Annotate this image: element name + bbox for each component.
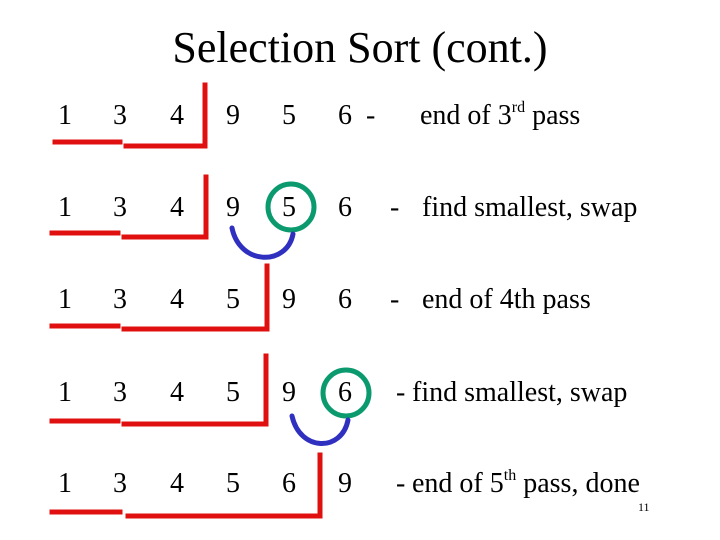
row-dash: - xyxy=(366,100,376,131)
array-value: 6 xyxy=(338,192,352,223)
array-value: 4 xyxy=(170,468,184,499)
array-value: 9 xyxy=(226,100,240,131)
array-value: 5 xyxy=(226,377,240,408)
array-value: 4 xyxy=(170,284,184,315)
array-value: 6 xyxy=(282,468,296,499)
row-note: end of 3rd pass xyxy=(420,99,581,132)
row-dash: - xyxy=(390,192,400,223)
sorted-bracket xyxy=(52,82,208,149)
array-value: 6 xyxy=(338,100,352,131)
sorted-bracket xyxy=(49,174,209,240)
array-value: 9 xyxy=(338,468,352,499)
array-value: 1 xyxy=(58,468,72,499)
array-value: 3 xyxy=(113,377,127,408)
array-value: 4 xyxy=(170,192,184,223)
sorted-bracket xyxy=(49,263,270,332)
sorted-bracket xyxy=(49,452,323,519)
array-value: 9 xyxy=(226,192,240,223)
array-value: 4 xyxy=(170,377,184,408)
array-value: 3 xyxy=(113,468,127,499)
row-note: find smallest, swap xyxy=(422,192,638,223)
array-value: 5 xyxy=(282,100,296,131)
array-value: 1 xyxy=(58,284,72,315)
page-number: 11 xyxy=(638,500,650,514)
row-note: end of 5th pass, done xyxy=(412,467,640,500)
array-value: 4 xyxy=(170,100,184,131)
array-value: 9 xyxy=(282,377,296,408)
array-value: 1 xyxy=(58,192,72,223)
array-value: 3 xyxy=(113,100,127,131)
sorted-bracket xyxy=(49,353,269,427)
array-value: 1 xyxy=(58,377,72,408)
row-dash: - xyxy=(396,468,406,499)
row-note: find smallest, swap xyxy=(412,377,628,408)
smallest-circle xyxy=(320,367,372,419)
row-dash: - xyxy=(390,284,400,315)
array-value: 5 xyxy=(282,192,296,223)
array-value: 5 xyxy=(226,468,240,499)
swap-arc xyxy=(289,413,351,446)
array-value: 1 xyxy=(58,100,72,131)
smallest-circle xyxy=(265,181,317,233)
array-value: 6 xyxy=(338,284,352,315)
slide-title: Selection Sort (cont.) xyxy=(172,23,548,72)
array-value: 3 xyxy=(113,192,127,223)
array-value: 3 xyxy=(113,284,127,315)
array-value: 6 xyxy=(338,377,352,408)
array-value: 5 xyxy=(226,284,240,315)
row-dash: - xyxy=(396,377,406,408)
array-value: 9 xyxy=(282,284,296,315)
row-note: end of 4th pass xyxy=(422,284,591,315)
swap-arc xyxy=(229,225,296,260)
